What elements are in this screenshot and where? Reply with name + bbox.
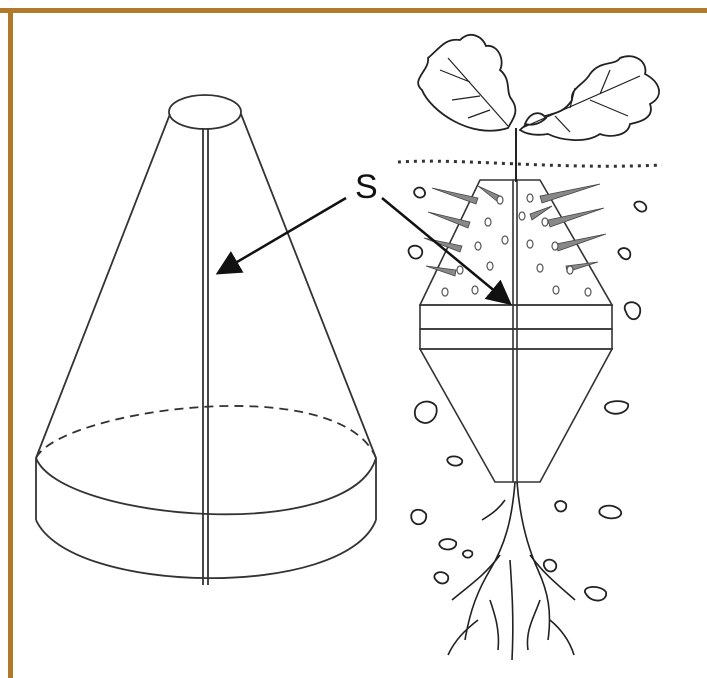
- ground-surface-line: [398, 161, 662, 166]
- planted-shelter: [398, 161, 662, 482]
- cone-base-front-edge: [36, 458, 376, 514]
- cone-base-back-edge: [36, 406, 376, 458]
- cone-right-side: [241, 114, 376, 458]
- shelter-upper-section: [420, 180, 612, 305]
- left-oak-leaf: [418, 35, 515, 131]
- arrow-to-shelter-seam: [382, 198, 508, 302]
- shelter-band-upper: [420, 305, 612, 329]
- arrow-to-cone-seam: [220, 198, 346, 272]
- cone-base-bottom-edge: [36, 520, 376, 578]
- cone-top-opening: [169, 95, 241, 129]
- cone-left-side: [36, 114, 170, 458]
- shelter-band-lower: [420, 329, 612, 349]
- seedling-leaves: [418, 35, 659, 140]
- cone-shelter: [36, 95, 376, 585]
- seam-label-s: S: [355, 168, 378, 206]
- shelter-spikes: [424, 184, 606, 276]
